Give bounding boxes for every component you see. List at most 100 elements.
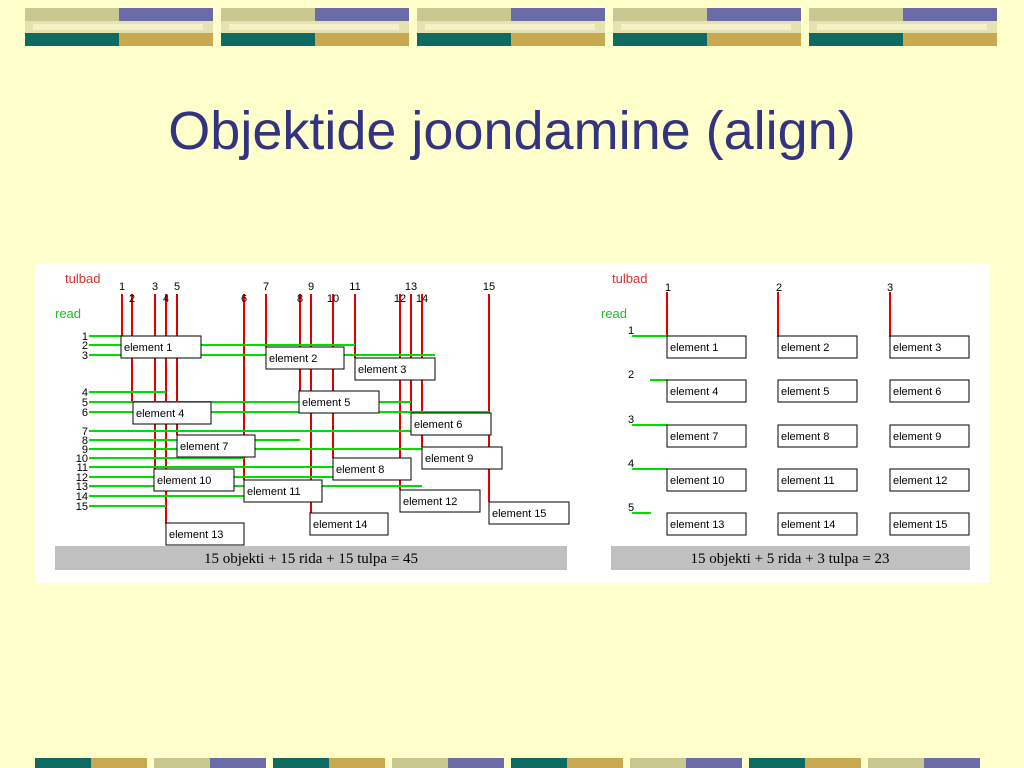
column-number: 13	[405, 281, 417, 293]
diagram-panel: element 1 element 2 element 3 element 4 elem…	[35, 264, 990, 583]
decoration-block	[868, 758, 980, 768]
decoration-block	[35, 758, 147, 768]
element-box	[243, 479, 323, 503]
element-box	[666, 424, 747, 448]
row-number: 6	[82, 407, 88, 419]
decoration-block	[613, 8, 801, 46]
element-box	[488, 501, 570, 525]
column-number: 14	[416, 293, 428, 305]
caption-bar	[611, 546, 970, 570]
element-box	[176, 434, 256, 458]
slide-title: Objektide joondamine (align)	[168, 101, 856, 161]
element-label: element 12	[403, 496, 457, 508]
element-label: element 1	[670, 342, 718, 354]
element-box	[298, 390, 380, 414]
element-label: element 5	[302, 397, 350, 409]
row-number: 2	[628, 369, 634, 381]
column-number: 9	[308, 281, 314, 293]
row-number: 5	[82, 397, 88, 409]
element-box	[889, 335, 970, 359]
element-label: element 8	[781, 431, 829, 443]
decoration-block	[417, 8, 605, 46]
column-number: 1	[665, 282, 671, 294]
column-number: 4	[163, 293, 169, 305]
columns-label: tulbad	[65, 271, 100, 286]
element-box	[777, 424, 858, 448]
element-label: element 3	[893, 342, 941, 354]
row-number: 4	[628, 458, 634, 470]
element-box	[421, 446, 503, 470]
element-label: element 2	[269, 353, 317, 365]
row-number: 11	[77, 462, 88, 474]
row-number: 14	[76, 491, 88, 503]
row-number: 1	[82, 331, 88, 343]
element-label: element 15	[492, 508, 546, 520]
column-number: 2	[129, 293, 135, 305]
decoration-block	[221, 8, 409, 46]
element-box	[399, 489, 481, 513]
column-number: 5	[174, 281, 180, 293]
column-number: 2	[776, 282, 782, 294]
element-label: element 14	[313, 519, 367, 531]
element-label: element 2	[781, 342, 829, 354]
columns-label: tulbad	[612, 271, 647, 286]
caption-text: 15 objekti + 5 rida + 3 tulpa = 23	[690, 551, 889, 567]
column-number: 7	[263, 281, 269, 293]
element-label: element 6	[414, 419, 462, 431]
element-label: element 7	[180, 441, 228, 453]
row-number: 7	[82, 426, 88, 438]
element-label: element 3	[358, 364, 406, 376]
element-label: element 6	[893, 386, 941, 398]
element-label: element 14	[781, 519, 835, 531]
caption-text: 15 objekti + 15 rida + 15 tulpa = 45	[204, 551, 418, 567]
element-label: element 4	[670, 386, 718, 398]
element-label: element 10	[157, 475, 211, 487]
column-number: 10	[327, 293, 339, 305]
element-box	[153, 468, 235, 492]
element-box	[777, 335, 858, 359]
column-number: 3	[887, 282, 893, 294]
element-label: element 13	[169, 529, 223, 541]
element-box	[889, 424, 970, 448]
column-number: 15	[483, 281, 495, 293]
element-label: element 7	[670, 431, 718, 443]
decoration-block	[392, 758, 504, 768]
column-number: 3	[152, 281, 158, 293]
element-box	[889, 512, 970, 536]
element-box	[132, 401, 212, 425]
row-number: 12	[76, 472, 88, 484]
decoration-block	[749, 758, 861, 768]
row-number: 1	[628, 325, 634, 337]
row-number: 3	[82, 350, 88, 362]
element-box	[777, 379, 858, 403]
rows-label: read	[55, 306, 81, 321]
decoration-block	[809, 8, 997, 46]
element-label: element 11	[247, 486, 301, 498]
decoration-block	[25, 8, 213, 46]
element-label: element 5	[781, 386, 829, 398]
decoration-block	[511, 758, 623, 768]
row-number: 9	[82, 444, 88, 456]
element-box	[309, 512, 389, 536]
row-number: 3	[628, 414, 634, 426]
bottom-decoration-band	[0, 758, 1024, 768]
column-number: 8	[297, 293, 303, 305]
column-number: 11	[349, 281, 360, 293]
element-box	[777, 512, 858, 536]
row-number: 4	[82, 387, 88, 399]
element-label: element 10	[670, 475, 724, 487]
decoration-block	[630, 758, 742, 768]
element-label: element 9	[425, 453, 473, 465]
caption-bar	[55, 546, 567, 570]
element-label: element 8	[336, 464, 384, 476]
element-box	[666, 335, 747, 359]
decoration-block	[154, 758, 266, 768]
top-decoration-band	[0, 8, 1024, 46]
column-number: 1	[119, 281, 125, 293]
element-box	[666, 379, 747, 403]
element-box	[165, 522, 245, 546]
row-number: 2	[82, 340, 88, 352]
row-number: 8	[82, 435, 88, 447]
element-label: element 4	[136, 408, 184, 420]
rows-label: read	[601, 306, 627, 321]
